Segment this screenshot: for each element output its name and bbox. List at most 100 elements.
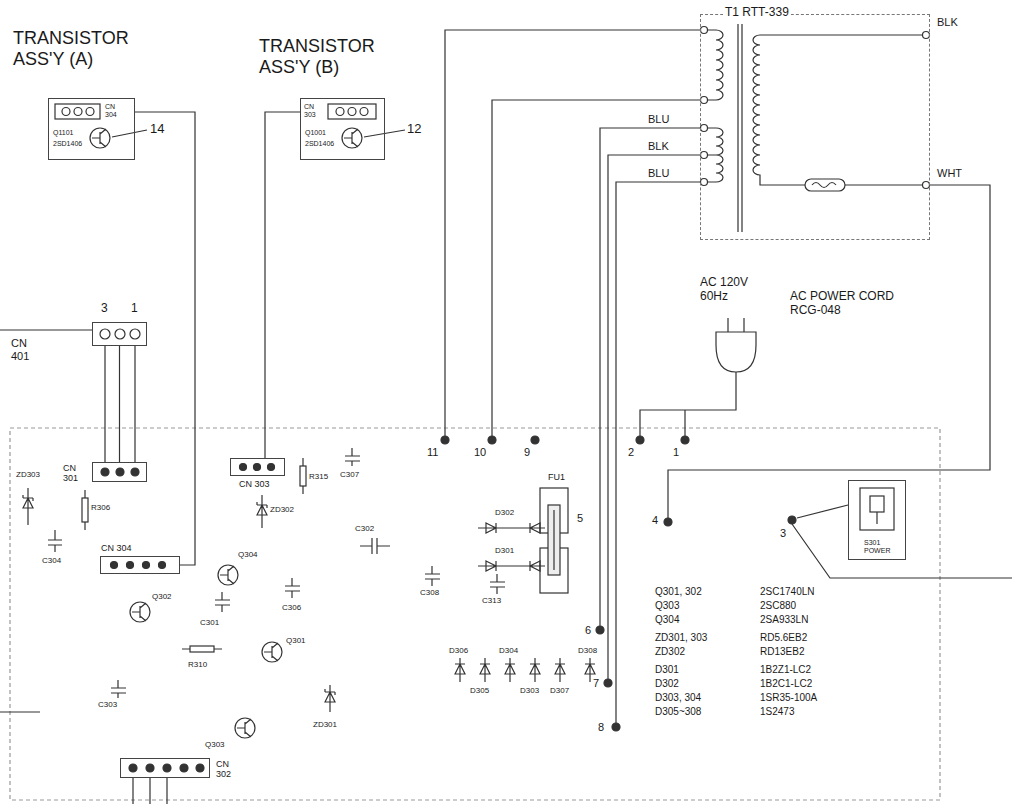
parts-table-cell: RD5.6EB2 [760,632,807,644]
part-label: C302 [355,524,374,533]
connector-pins [254,464,261,471]
transistor-board-a [90,128,110,148]
connector-pins [131,468,139,476]
connector-pins [100,329,110,339]
connector-pins [116,468,124,476]
connector-pins [268,464,275,471]
connector-label: CN 303 [239,479,270,489]
transistor-board-b [348,108,356,116]
connector-pins [240,464,247,471]
part-label: ZD303 [16,470,40,479]
connector-label: CN 401 [11,337,37,362]
transistor-board: TRANSISTOR ASS'Y (A)CN 304Q11012SD1406 [48,98,135,160]
wire [445,30,700,436]
transformer-symbol [923,182,930,189]
wire-color: BLU [648,167,669,180]
diode [555,658,565,682]
terminal-dot [596,626,604,634]
part-label: Q1101 [53,129,74,137]
capacitor [490,574,505,594]
connector-pins [143,562,150,569]
parts-table-cell: D305~308 [655,706,701,718]
transformer-symbol [701,125,708,132]
part-label: D304 [499,646,518,655]
part-label: D307 [550,686,569,695]
parts-table-cell: 2SC1740LN [760,586,814,598]
capacitor [48,530,62,552]
pin-number: 1 [131,302,138,316]
parts-table-cell: 2SC880 [760,600,796,612]
part-label: C301 [200,618,219,627]
diode [505,658,515,682]
power-switch-symbol [860,488,894,530]
connector-pins [100,329,275,772]
transformer-symbol [704,30,723,100]
transistor-board-a [55,104,100,119]
parts-table-cell: Q304 [655,614,679,626]
parts-table-cell: D301 [655,664,679,676]
transistor-board-a [62,108,70,116]
transistor-symbol [130,602,150,622]
part-label: C303 [98,700,117,709]
connector-block: CN 401 [92,322,147,346]
part-label: D301 [495,546,514,555]
part-label: C306 [282,603,301,612]
transformer-symbol [701,152,708,159]
parts-table-cell: 1S2473 [760,706,794,718]
transistor-symbol [132,603,146,621]
transistor-symbol [218,565,238,585]
transformer-symbol [923,32,930,39]
capacitor [360,538,390,554]
parts-table-cell: D303, 304 [655,692,701,704]
part-label: Q304 [238,550,258,559]
pin-number: 3 [101,302,108,316]
power-switch-symbol [876,512,877,524]
transistor-symbol [264,643,278,661]
callout-number: 12 [407,122,421,137]
terminal-dot [681,436,689,444]
part-label: D303 [520,686,539,695]
terminal-dot [636,436,644,444]
transformer-symbol [701,179,708,186]
diode [455,658,465,682]
capacitor [48,448,505,698]
zener-diode [257,495,267,528]
transistor-board-a [74,108,82,116]
connector-block: CN 303 [230,458,285,476]
part-label: D308 [578,646,597,655]
board-title: TRANSISTOR ASS'Y (B) [259,36,399,77]
connector-pins [180,764,188,772]
part-label: Q301 [286,636,306,645]
part-number: 2SD1406 [305,140,334,148]
transistor-board-b [360,108,368,116]
ac-plug [728,318,744,332]
connector-pins [130,329,140,339]
zener-diode [23,488,33,525]
parts-table-cell: ZD302 [655,646,685,658]
resistor [84,490,85,530]
terminal-dot [664,518,672,526]
diode [530,658,540,682]
wire-color: BLK [648,140,669,153]
wire [600,128,700,626]
part-label: ZD301 [313,720,337,729]
wire [792,524,1012,578]
connector-pins [196,764,204,772]
part-label: C307 [340,470,359,479]
transistor-symbol [130,565,282,738]
capacitor [215,592,230,612]
resistor [302,458,303,494]
ac-plug [716,318,756,372]
resistor [82,498,88,522]
fuse-symbol [540,488,568,593]
diode [480,658,490,682]
transistor-symbol [237,719,251,737]
wire [797,505,848,518]
power-rating: AC 120V 60Hz [700,276,762,304]
connector-pins [127,562,134,569]
part-label: C308 [420,588,439,597]
terminal-number: 2 [628,446,634,459]
transistor-board-a [92,129,106,147]
capacitor [111,680,126,698]
wire-color: WHT [937,167,962,180]
